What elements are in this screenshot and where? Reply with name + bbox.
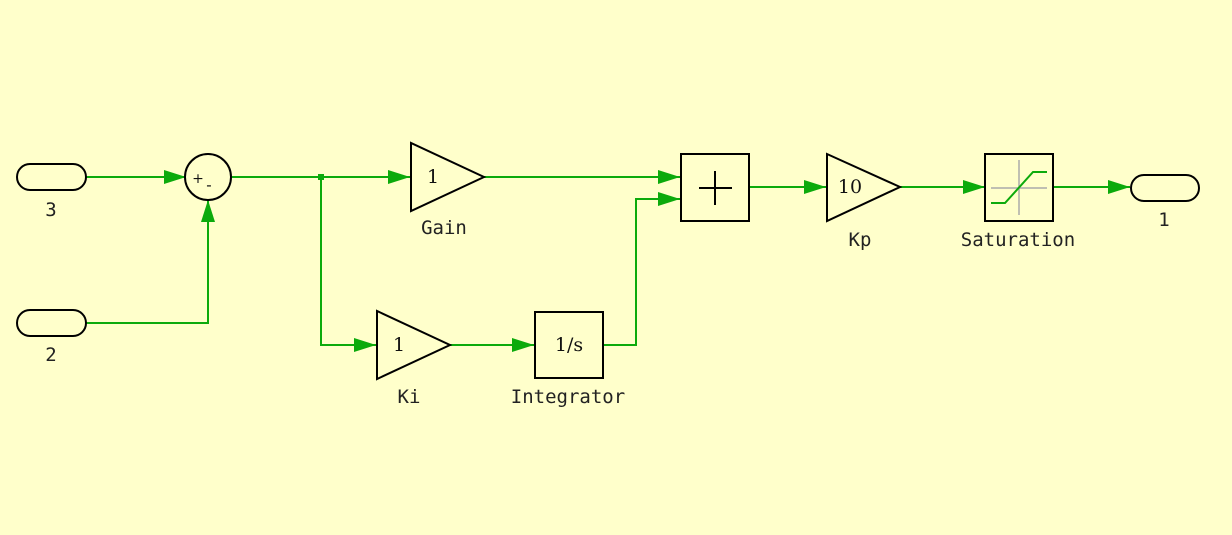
arrowhead <box>1108 180 1130 194</box>
ki-triangle <box>376 309 453 381</box>
arrowhead <box>804 180 826 194</box>
inport-number: 2 <box>45 344 56 366</box>
arrowhead <box>164 170 186 184</box>
ki-label: Ki <box>398 386 421 408</box>
arrowhead <box>658 192 680 206</box>
integrator-block[interactable]: 1/s Integrator <box>511 311 625 408</box>
arrowhead <box>388 170 410 184</box>
saturation-icon <box>991 160 1047 215</box>
gain-triangle <box>410 141 487 213</box>
sum-circle <box>184 153 232 201</box>
signal-branch-to-ki[interactable] <box>320 177 376 346</box>
integrator-value: 1/s <box>555 334 583 356</box>
sum-plus-sign: + <box>192 171 204 187</box>
saturation-block[interactable]: Saturation <box>961 153 1075 251</box>
gain-block[interactable]: 1 Gain <box>410 141 487 239</box>
ki-block[interactable]: 1 Ki <box>376 309 453 408</box>
signal-integrator-to-sum2[interactable] <box>603 198 680 346</box>
sum-minus-sign: - <box>206 175 211 194</box>
inport-2[interactable]: 2 <box>16 309 87 366</box>
gain-value: 1 <box>427 166 439 188</box>
sum-block[interactable]: + - <box>184 153 232 201</box>
ki-value: 1 <box>393 334 405 356</box>
arrowhead <box>963 180 985 194</box>
signal-arrows <box>164 170 1130 352</box>
saturation-label: Saturation <box>961 229 1075 251</box>
branch-point <box>318 174 324 180</box>
arrowhead <box>201 200 215 222</box>
inport-shape <box>16 309 87 337</box>
sum2-block[interactable] <box>680 153 750 222</box>
inport-shape <box>16 163 87 191</box>
integrator-label: Integrator <box>511 386 625 408</box>
signal-lines <box>86 174 1130 346</box>
kp-block[interactable]: 10 Kp <box>826 152 903 251</box>
outport-1[interactable]: 1 <box>1130 174 1200 231</box>
gain-label: Gain <box>421 217 467 239</box>
integrator-box <box>534 311 604 379</box>
arrowhead <box>512 338 534 352</box>
arrowhead <box>658 170 680 184</box>
outport-number: 1 <box>1158 209 1169 231</box>
kp-triangle <box>826 152 903 223</box>
outport-shape <box>1130 174 1200 202</box>
arrowhead <box>354 338 376 352</box>
inport-3[interactable]: 3 <box>16 163 87 221</box>
kp-value: 10 <box>838 176 862 198</box>
kp-label: Kp <box>849 229 872 251</box>
inport-number: 3 <box>45 199 56 221</box>
signal-in2-to-sum[interactable] <box>86 200 209 324</box>
